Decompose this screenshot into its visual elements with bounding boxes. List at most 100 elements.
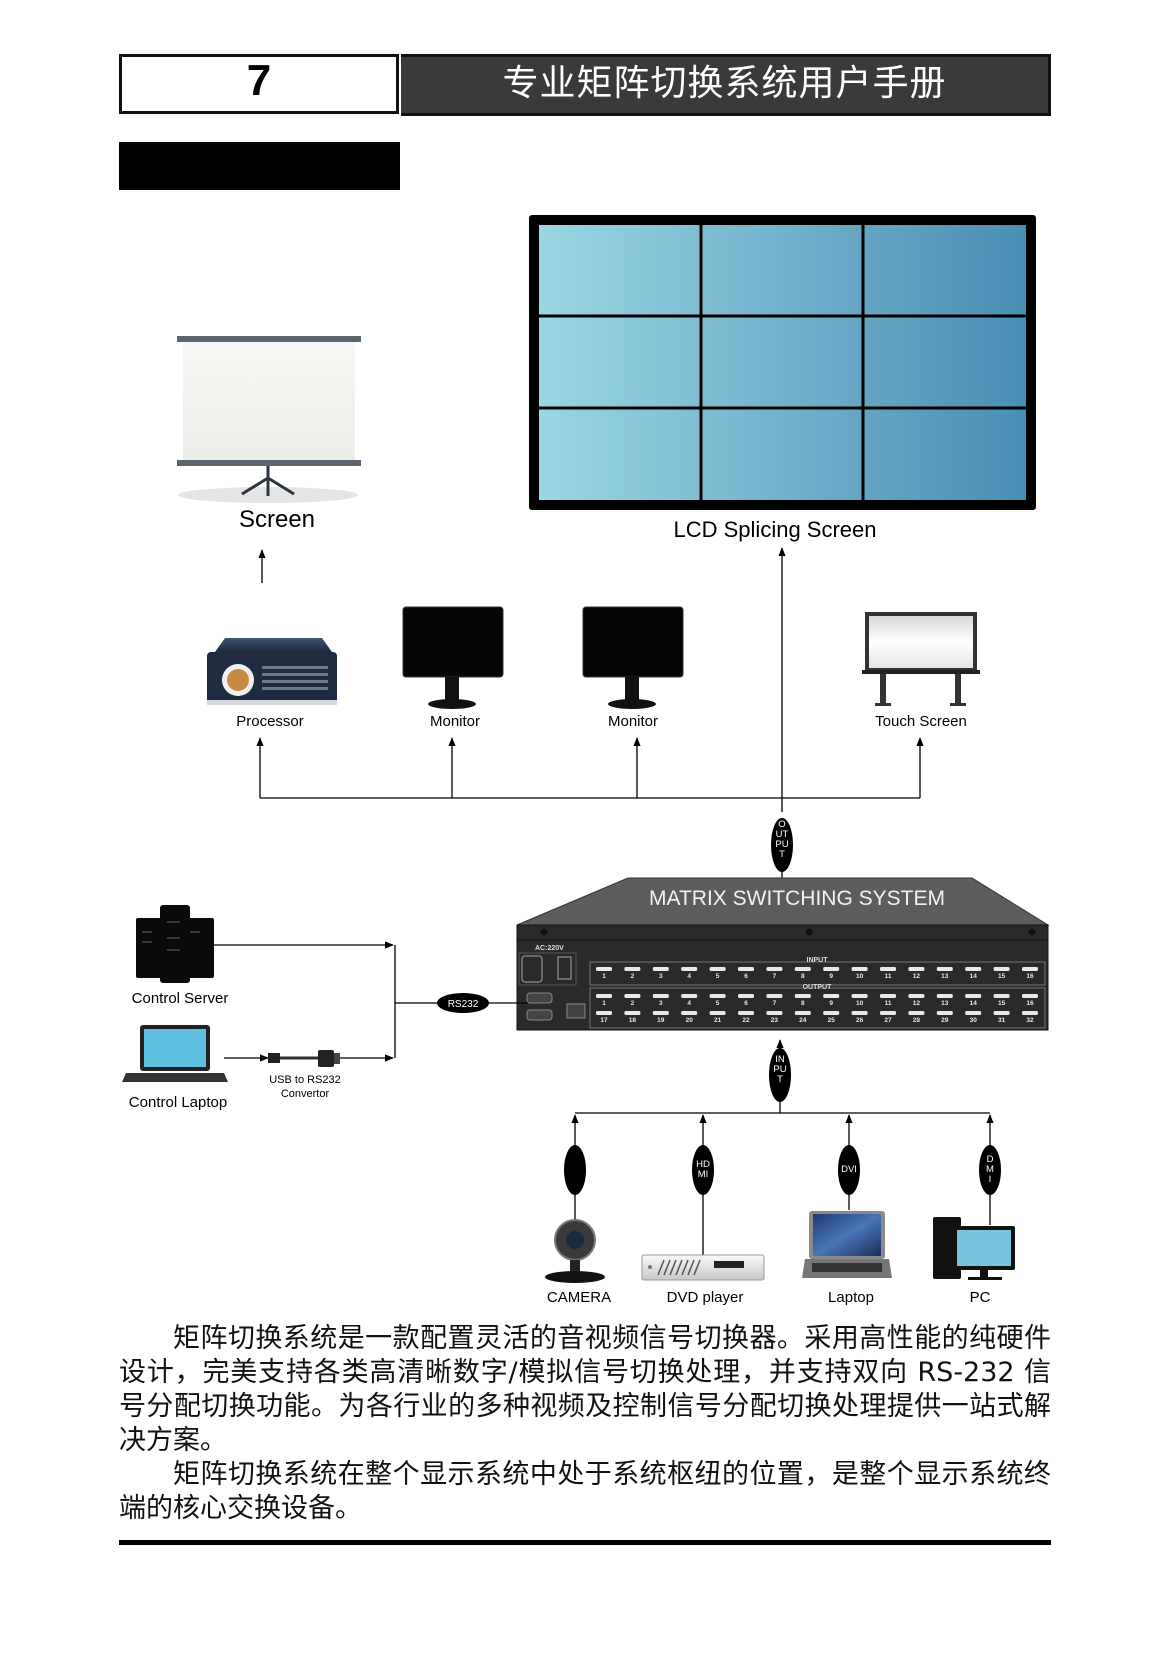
- output-port-number: 26: [856, 1017, 864, 1024]
- laptop-connector-badge: DVI: [838, 1145, 860, 1195]
- converter-label-line-1: USB to RS232: [269, 1074, 341, 1086]
- converter-label-line-2: Convertor: [280, 1088, 330, 1100]
- output-port-number: 7: [773, 1000, 777, 1007]
- monitor-label-2: Monitor: [607, 713, 659, 730]
- badge-text-line: DVI: [841, 1164, 857, 1175]
- input-port: [936, 967, 953, 971]
- section-heading-bar: [119, 142, 400, 190]
- input-port-number: 9: [829, 973, 833, 980]
- output-port: [823, 994, 840, 998]
- monitor-label-1: Monitor: [429, 713, 481, 730]
- input-port: [823, 967, 840, 971]
- output-port-number: 6: [744, 1000, 748, 1007]
- output-port-number: 13: [941, 1000, 949, 1007]
- output-port: [880, 994, 896, 998]
- output-port-number: 11: [885, 1000, 892, 1007]
- input-port: [596, 967, 612, 971]
- output-port: [596, 1011, 612, 1015]
- touch-screen-icon: [862, 612, 980, 706]
- output-port-number: 27: [884, 1017, 892, 1024]
- output-port-number: 20: [686, 1017, 694, 1024]
- processor-label: Processor: [236, 713, 304, 730]
- projection-screen-label: Screen: [238, 506, 316, 533]
- projection-screen-icon: [177, 336, 361, 503]
- output-port: [936, 994, 953, 998]
- svg-text:DMI: DMI: [986, 1154, 994, 1185]
- output-port: [709, 1011, 726, 1015]
- badge-text-line: T: [779, 849, 785, 860]
- output-port: [851, 1011, 868, 1015]
- input-port: [624, 967, 641, 971]
- input-port: [880, 967, 896, 971]
- output-port: [908, 994, 925, 998]
- output-port: [624, 994, 641, 998]
- camera-connector-badge: [564, 1145, 586, 1195]
- input-port-number: 14: [970, 973, 978, 980]
- badge-text-line: UT: [776, 829, 789, 840]
- input-port-number: 12: [913, 973, 921, 980]
- output-port-number: 24: [799, 1017, 807, 1024]
- input-port: [652, 967, 669, 971]
- control-server-label: Control Server: [131, 990, 229, 1007]
- control-laptop-icon: [122, 1025, 228, 1082]
- output-port: [681, 994, 698, 998]
- output-port-number: 22: [742, 1017, 750, 1024]
- laptop-label: Laptop: [828, 1289, 874, 1306]
- output-port: [993, 994, 1010, 998]
- output-port: [794, 1011, 811, 1015]
- monitor-icon-2: [582, 606, 684, 709]
- lcd-splicing-screen-icon: [529, 215, 1036, 510]
- badge-text-line: M: [986, 1164, 994, 1175]
- output-port: [738, 994, 754, 998]
- output-port: [823, 1011, 840, 1015]
- touch-screen-label: Touch Screen: [875, 713, 967, 730]
- output-port: [1022, 1011, 1038, 1015]
- input-port-number: 10: [856, 973, 864, 980]
- input-port: [908, 967, 925, 971]
- pc-label: PC: [969, 1289, 991, 1306]
- output-port-number: 14: [970, 1000, 978, 1007]
- input-port-number: 5: [716, 973, 720, 980]
- matrix-switching-system: MATRIX SWITCHING SYSTEM AC:220V INPUT OU…: [516, 877, 1050, 1031]
- badge-text-line: PU: [773, 1064, 786, 1075]
- badge-text-line: I: [989, 1174, 992, 1185]
- output-port: [709, 994, 726, 998]
- rs232-connector-badge: RS232: [437, 993, 489, 1013]
- input-port: [794, 967, 811, 971]
- paragraph-2: 矩阵切换系统在整个显示系统中处于系统枢纽的位置，是整个显示系统终端的核心交换设备…: [119, 1459, 1051, 1524]
- dvd-player-icon: [641, 1254, 765, 1281]
- camera-icon: [545, 1219, 605, 1283]
- badge-text-line: D: [987, 1154, 994, 1165]
- lcd-splicing-screen-label: LCD Splicing Screen: [673, 517, 877, 542]
- output-port: [681, 1011, 698, 1015]
- body-text: 矩阵切换系统是一款配置灵活的音视频信号切换器。采用高性能的纯硬件设计，完美支持各…: [119, 1322, 1051, 1526]
- output-port: [908, 1011, 925, 1015]
- power-label: AC:220V: [535, 945, 564, 952]
- output-port-number: 29: [941, 1017, 949, 1024]
- control-server-icon: [136, 905, 214, 983]
- dvd-player-label: DVD player: [666, 1289, 744, 1306]
- output-port: [652, 994, 669, 998]
- input-port-number: 2: [631, 973, 635, 980]
- output-port-number: 19: [657, 1017, 665, 1024]
- output-port-number: 5: [716, 1000, 720, 1007]
- input-port-number: 16: [1026, 973, 1034, 980]
- input-port-number: 1: [602, 973, 606, 980]
- output-port: [936, 1011, 953, 1015]
- output-port-number: 16: [1026, 1000, 1034, 1007]
- laptop-icon: [802, 1211, 892, 1278]
- output-port: [965, 1011, 982, 1015]
- badge-text-line: IN: [775, 1054, 785, 1065]
- output-port-number: 21: [714, 1017, 722, 1024]
- input-port: [993, 967, 1010, 971]
- badge-text-line: PU: [775, 839, 788, 850]
- output-port: [624, 1011, 641, 1015]
- output-port: [851, 994, 868, 998]
- input-port: [709, 967, 726, 971]
- processor-icon: [207, 638, 337, 705]
- monitor-icon-1: [402, 606, 504, 709]
